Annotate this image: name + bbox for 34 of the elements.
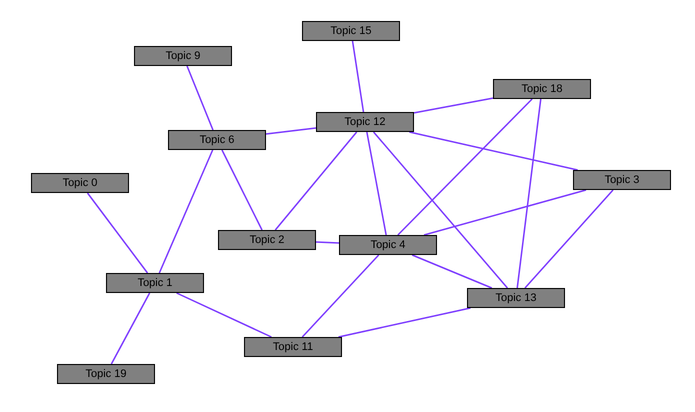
connector-line <box>424 189 586 236</box>
connector-line <box>352 40 364 112</box>
connector-line <box>412 254 492 289</box>
topic-box: Topic 0 <box>31 173 129 193</box>
connector-line <box>414 97 494 114</box>
connector-line <box>221 150 263 230</box>
topic-box: Topic 11 <box>244 337 342 357</box>
connector-line <box>302 254 380 338</box>
connector-line <box>86 192 148 274</box>
connector-line <box>366 132 387 236</box>
connector-line <box>516 98 542 288</box>
topic-box: Topic 3 <box>573 170 671 190</box>
connector-line <box>397 98 533 236</box>
connector-line <box>266 127 316 135</box>
topic-box: Topic 12 <box>316 112 414 132</box>
topic-box: Topic 13 <box>467 288 565 308</box>
connector-line <box>186 66 214 130</box>
connector-line <box>274 132 358 230</box>
topic-box: Topic 19 <box>57 364 155 384</box>
topic-box: Topic 6 <box>168 130 266 150</box>
connector-line <box>338 307 471 338</box>
topic-box: Topic 4 <box>339 235 437 255</box>
connector-line <box>524 190 614 288</box>
topic-box: Topic 2 <box>218 230 316 250</box>
connector-line <box>409 131 578 171</box>
topic-box: Topic 15 <box>302 21 400 41</box>
topic-box: Topic 1 <box>106 273 204 293</box>
topic-box: Topic 9 <box>134 46 232 66</box>
connector-line <box>316 241 340 244</box>
connector-line <box>176 292 272 338</box>
connector-line <box>158 150 214 274</box>
connector-line <box>110 292 150 364</box>
topic-box: Topic 18 <box>493 79 591 99</box>
connector-line <box>373 132 508 288</box>
